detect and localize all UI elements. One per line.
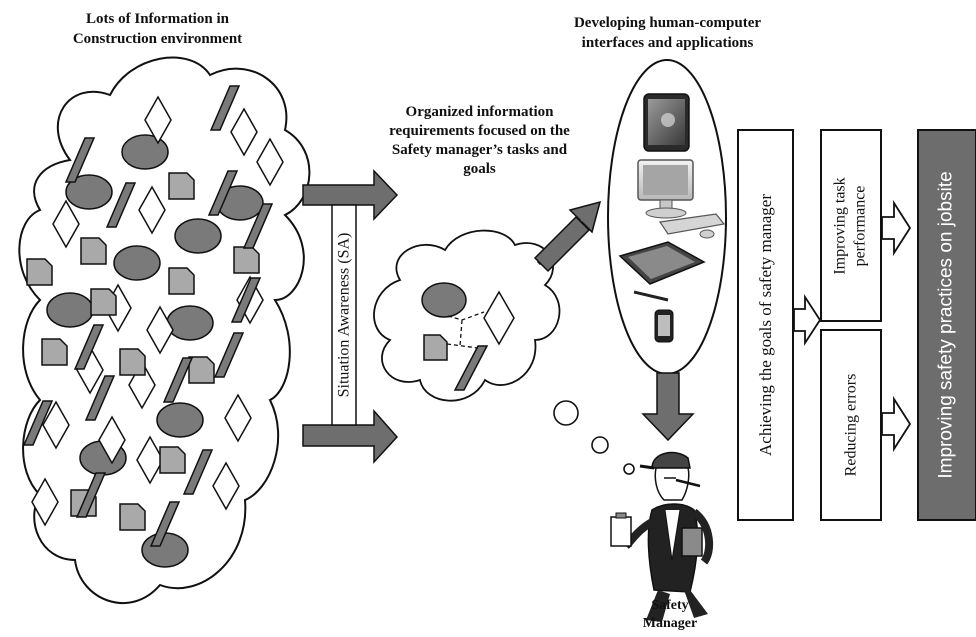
thought-bubble [623, 463, 635, 475]
info-ellipse [141, 532, 189, 568]
safety-manager-line1: Safety [651, 598, 689, 613]
situation-awareness-bar [331, 204, 357, 426]
info-tab [233, 246, 260, 274]
safety-manager-line2: Manager [642, 616, 698, 631]
info-ellipse [113, 245, 161, 281]
organized-line2: requirements focused on the [389, 123, 570, 139]
organized-line3: Safety manager’s tasks and [391, 142, 568, 158]
safety-manager-label: Safety Manager [625, 597, 715, 633]
interfaces-caption: Developing human-computer interfaces and… [545, 13, 790, 53]
info-tab [26, 258, 53, 286]
smartphone-icon [654, 309, 674, 343]
improving-task-line1: Improving task [832, 176, 850, 275]
info-cloud-title: Lots of Information in Construction envi… [40, 9, 275, 49]
info-tab [41, 338, 68, 366]
sa-arrow-bottom [302, 409, 399, 464]
info-ellipse [156, 402, 204, 438]
info-cloud-title-line1: Lots of Information in [86, 11, 229, 27]
safety-manager-figure [610, 451, 714, 622]
info-tab [119, 348, 146, 376]
arrow-errors-to-safety [881, 395, 912, 453]
info-tab [168, 267, 195, 295]
info-cloud-title-line2: Construction environment [72, 31, 243, 47]
reducing-errors-label: Reducing errors [842, 373, 860, 477]
reducing-errors-box [820, 329, 882, 521]
thought-ellipse [421, 282, 467, 318]
organized-thought-cloud [373, 229, 561, 402]
achieving-goals-label: Achieving the goals of safety manager [755, 194, 775, 456]
info-ellipse [166, 305, 214, 341]
improving-safety-label: Improving safety practices on jobsite [936, 171, 957, 479]
thought-bubble [591, 436, 609, 454]
situation-awareness-label: Situation Awareness (SA) [335, 232, 353, 398]
arrow-to-safety-manager [641, 372, 695, 442]
interfaces-line2: interfaces and applications [581, 35, 754, 51]
improving-task-box [820, 129, 882, 322]
info-ellipse [174, 218, 222, 254]
desktop-computer-icon [637, 159, 726, 239]
sa-arrow-top [302, 169, 399, 221]
achieving-goals-box [737, 129, 794, 521]
thought-tab [423, 334, 448, 361]
organized-info-caption: Organized information requirements focus… [362, 103, 597, 179]
drawing-tablet-icon [618, 241, 706, 302]
thought-bubble [553, 400, 579, 426]
tablet-icon [643, 93, 690, 152]
info-ellipse [121, 134, 169, 170]
info-tab [119, 503, 146, 531]
arrow-to-outcomes [793, 293, 822, 347]
organized-line4: goals [463, 161, 496, 177]
info-tab [188, 356, 215, 384]
improving-task-label: Improving task performance [821, 130, 881, 321]
interfaces-line1: Developing human-computer [573, 15, 762, 31]
improving-task-line2: performance [852, 185, 870, 266]
thought-bar [453, 345, 489, 391]
info-tab [90, 288, 117, 316]
info-tab [168, 172, 195, 200]
info-tab [80, 237, 107, 265]
info-ellipse [46, 292, 94, 328]
arrow-task-to-safety [881, 199, 912, 257]
improving-safety-box [917, 129, 976, 521]
arrow-to-devices [533, 200, 602, 273]
organized-line1: Organized information [405, 104, 554, 120]
thought-diamond [483, 290, 515, 346]
info-tab [159, 446, 186, 474]
